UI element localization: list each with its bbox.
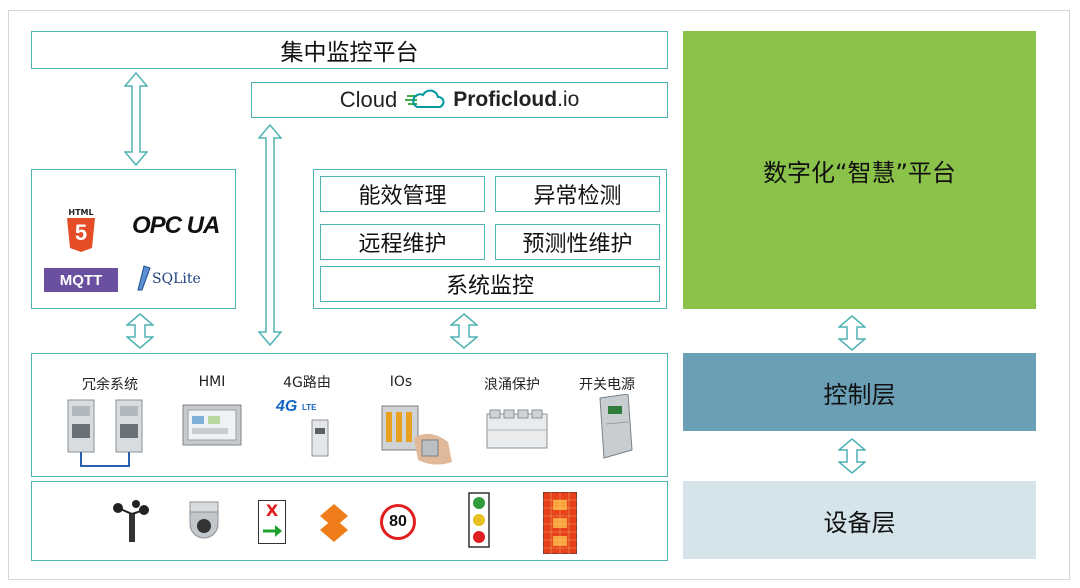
4g-lte-logo: 4G [276, 398, 298, 415]
surge-protector-image [486, 408, 548, 452]
proficloud-suffix: .io [557, 88, 580, 111]
html5-number: 5 [74, 220, 88, 245]
double-arrow-icon [838, 315, 866, 351]
device-label-hmi: HMI [198, 374, 226, 390]
device-label-ios: IOs [389, 374, 413, 390]
proficloud-brand: Proficloud [453, 88, 558, 111]
device-label-4g-router: 4G路由 [283, 375, 331, 391]
cloud-box: Cloud Proficloud.io [251, 82, 668, 118]
sqlite-logo: SQLite [134, 264, 210, 292]
energy-management-item: 能效管理 [320, 176, 485, 212]
control-layer-block: 控制层 [683, 353, 1036, 431]
double-arrow-icon [258, 124, 282, 346]
system-monitoring-item: 系统监控 [320, 266, 660, 302]
functions-box: 能效管理 异常检测 远程维护 预测性维护 系统监控 [313, 169, 667, 309]
lane-sign-icon: X [258, 500, 286, 544]
redundant-controller-image [64, 398, 154, 470]
control-devices-box: 冗余系统 HMI 4G路由 IOs 浪涌保护 开关电源 4G LTE [31, 353, 668, 477]
double-arrow-icon [126, 313, 154, 349]
central-monitoring-platform: 集中监控平台 [31, 31, 668, 69]
hmi-panel-image [182, 404, 242, 446]
sqlite-text: SQLite [152, 271, 201, 287]
field-devices-box: X 80 [31, 481, 668, 561]
smart-platform-label: 数字化“智慧”平台 [763, 158, 956, 187]
predictive-maintenance-item: 预测性维护 [495, 224, 660, 260]
device-label-psu: 开关电源 [579, 377, 635, 393]
device-layer-block: 设备层 [683, 481, 1036, 559]
4g-router-image: 4G LTE [276, 398, 340, 462]
traffic-light-icon [468, 492, 490, 552]
double-arrow-icon [450, 313, 478, 349]
opc-ua-logo: OPC UA [132, 212, 220, 239]
speed-limit-sign: 80 [380, 504, 416, 540]
smart-platform-block: 数字化“智慧”平台 [683, 31, 1036, 309]
device-label-redundant: 冗余系统 [82, 377, 138, 393]
dome-camera-icon [184, 500, 224, 548]
double-arrow-icon [124, 72, 148, 166]
html5-logo: HTML 5 [59, 208, 103, 252]
cloud-label: Cloud [339, 87, 398, 112]
device-layer-label: 设备层 [823, 508, 896, 537]
anemometer-icon [110, 500, 154, 548]
remote-maintenance-item: 远程维护 [320, 224, 485, 260]
mqtt-logo: MQTT [44, 268, 118, 292]
anomaly-detection-item: 异常检测 [495, 176, 660, 212]
double-arrow-icon [838, 438, 866, 474]
diagram-frame [8, 10, 1070, 580]
lane-closed-x: X [265, 501, 279, 520]
central-monitoring-label: 集中监控平台 [280, 40, 419, 66]
led-message-board-icon [542, 491, 578, 558]
proficloud-cloud-icon [405, 86, 445, 114]
io-modules-image [378, 402, 454, 472]
control-layer-label: 控制层 [823, 380, 896, 409]
protocols-box: HTML 5 OPC UA MQTT SQLite [31, 169, 236, 309]
device-label-surge: 浪涌保护 [484, 377, 540, 393]
power-supply-image [592, 393, 636, 460]
warning-diamond-icon [318, 502, 350, 548]
